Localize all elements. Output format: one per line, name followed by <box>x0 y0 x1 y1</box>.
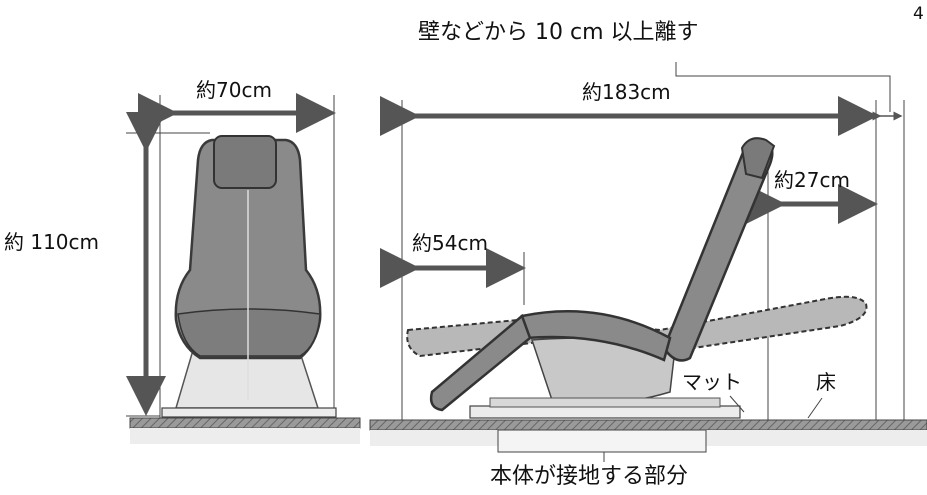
floor-label: 床 <box>816 370 836 394</box>
wall-clearance-label: 壁などから 10 cm 以上離す <box>418 20 699 45</box>
contact-area-box <box>497 429 707 453</box>
page-number: 4 <box>913 4 924 24</box>
front-view <box>126 93 361 444</box>
wall-callout-line <box>675 62 891 112</box>
side-view <box>369 62 927 462</box>
side-mat <box>469 405 741 419</box>
contact-area-label: 本体が接地する部分 <box>490 464 689 489</box>
back-clearance-label: 約27cm <box>774 168 850 192</box>
side-headrest <box>740 137 776 180</box>
front-headrest <box>213 135 277 189</box>
mat-pointer <box>729 395 745 413</box>
front-width-label: 約70cm <box>196 78 272 102</box>
floor-pointer <box>807 397 823 419</box>
front-seat <box>177 308 321 357</box>
mat-label: マット <box>682 370 742 394</box>
front-floor-shadow <box>130 428 360 444</box>
front-floor <box>129 417 361 429</box>
side-length-label: 約183cm <box>582 80 671 104</box>
leg-extension-label: 約54cm <box>412 231 488 255</box>
side-base-plate <box>489 397 721 408</box>
side-seat <box>520 310 672 362</box>
side-legrest <box>429 313 532 412</box>
front-mat <box>161 407 337 418</box>
side-floor <box>369 419 927 431</box>
front-height-label: 約 110cm <box>4 230 100 254</box>
